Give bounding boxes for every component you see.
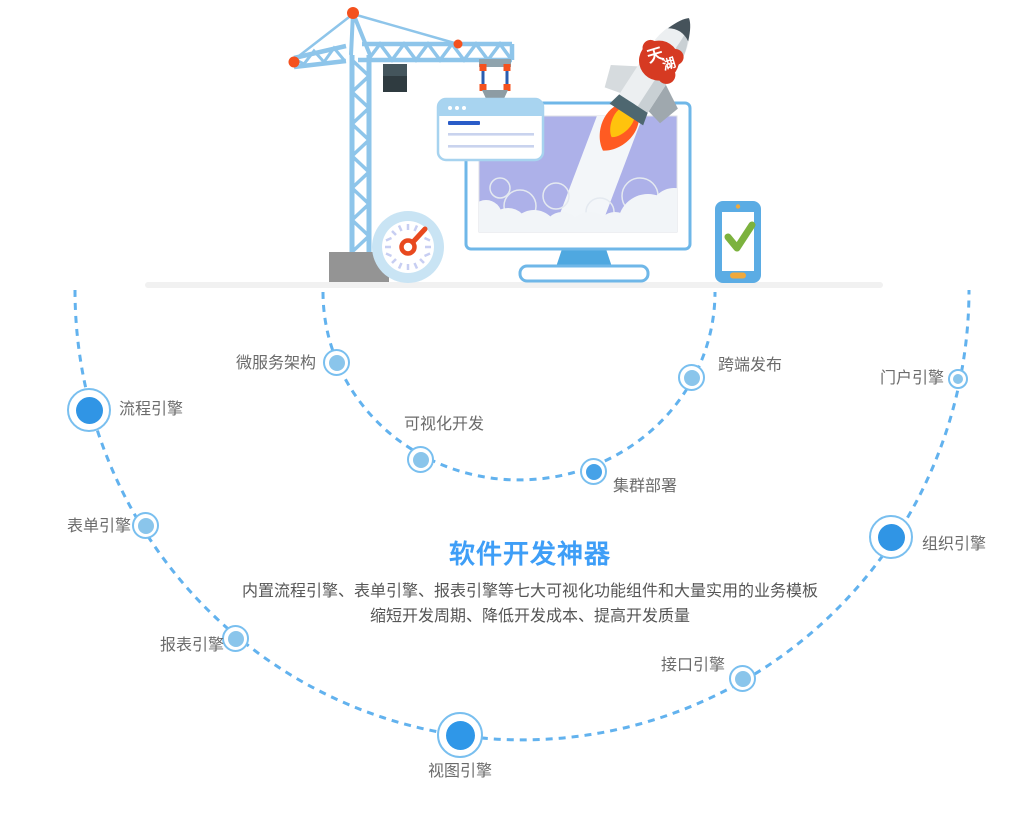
description-line: 内置流程引擎、表单引擎、报表引擎等七大可视化功能组件和大量实用的业务模板 <box>241 583 818 600</box>
feature-dot-microservice-architecture <box>323 349 350 376</box>
rocket-icon: 天 湖 <box>599 18 691 151</box>
feature-dot-organization-engine <box>869 515 913 559</box>
ground-divider <box>145 282 883 288</box>
dot-core <box>328 354 345 371</box>
dot-core <box>953 374 963 384</box>
feature-label-cross-platform-release: 跨端发布 <box>718 357 783 374</box>
feature-dot-portal-engine <box>948 369 968 389</box>
feature-dot-cross-platform-release <box>678 364 705 391</box>
inner-dashed-arc <box>321 291 717 482</box>
feature-label-view-engine: 视图引擎 <box>427 763 492 780</box>
timer-clock-icon <box>372 211 444 283</box>
feature-label-microservice-architecture: 微服务架构 <box>236 355 317 372</box>
feature-label-cluster-deployment: 集群部署 <box>613 478 678 495</box>
dot-core <box>137 517 154 534</box>
feature-label-visual-development: 可视化开发 <box>404 416 485 433</box>
feature-dot-process-engine <box>67 388 111 432</box>
dot-core <box>75 396 103 424</box>
rocket-trail <box>553 116 643 232</box>
feature-label-portal-engine: 门户引擎 <box>879 370 944 387</box>
feature-dot-form-engine <box>132 512 159 539</box>
feature-label-report-engine: 报表引擎 <box>159 637 224 654</box>
dot-core <box>412 451 429 468</box>
seal-char-1: 天 <box>645 45 666 66</box>
feature-dot-cluster-deployment <box>580 458 607 485</box>
outer-dashed-arc <box>73 289 971 742</box>
feature-dot-visual-development <box>407 446 434 473</box>
dot-core <box>227 630 244 647</box>
feature-label-process-engine: 流程引擎 <box>119 401 184 418</box>
dot-core <box>585 463 602 480</box>
seal-char-2: 湖 <box>661 55 678 73</box>
feature-label-form-engine: 表单引擎 <box>66 518 131 535</box>
dot-core <box>445 720 475 750</box>
brand-seal: 天 湖 <box>639 39 684 84</box>
description-line: 缩短开发周期、降低开发成本、提高开发质量 <box>369 608 690 625</box>
feature-label-organization-engine: 组织引擎 <box>922 536 987 553</box>
feature-dot-view-engine <box>437 712 483 758</box>
check-icon <box>724 221 756 252</box>
smartphone-check-icon <box>715 201 761 283</box>
tower-crane-icon <box>288 7 515 282</box>
launch-clouds <box>479 188 677 232</box>
dot-core <box>734 670 751 687</box>
page-title: 软件开发神器 <box>448 539 611 569</box>
monitor-icon <box>464 101 692 283</box>
feature-dot-interface-engine <box>729 665 756 692</box>
crane-hook <box>461 59 531 135</box>
browser-window-icon <box>436 97 545 162</box>
dot-core <box>877 523 905 551</box>
dot-core <box>683 369 700 386</box>
feature-dot-report-engine <box>222 625 249 652</box>
feature-label-interface-engine: 接口引擎 <box>660 657 725 674</box>
